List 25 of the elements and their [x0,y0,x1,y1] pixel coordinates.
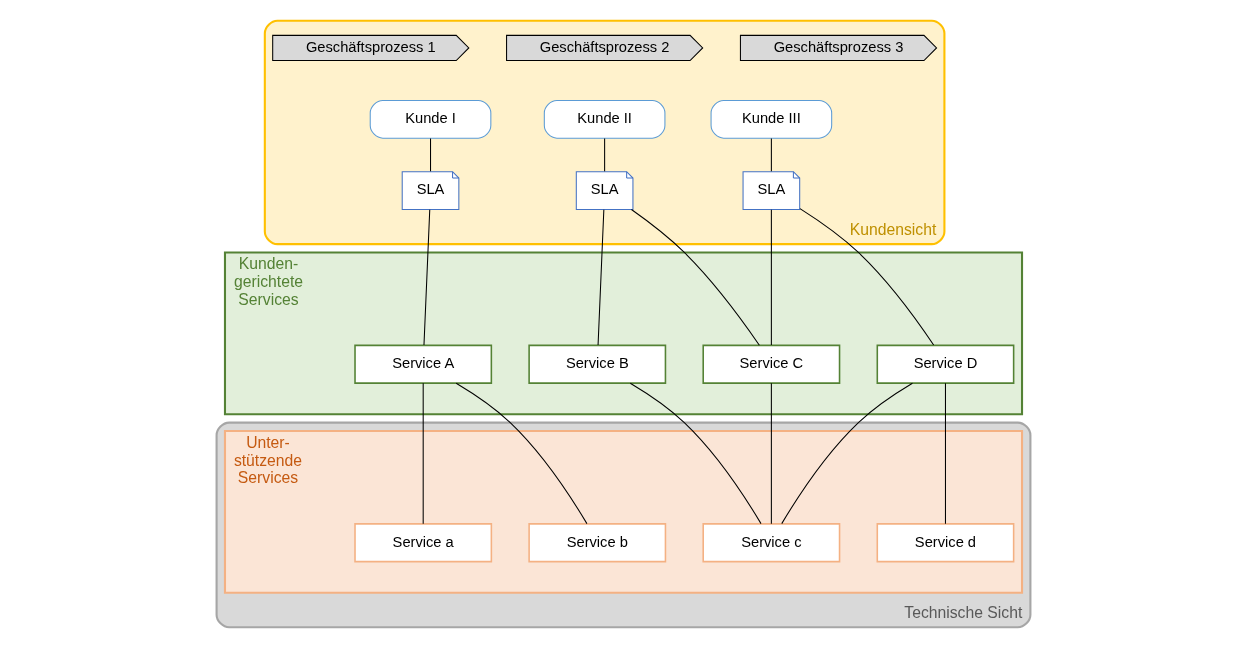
node-box: Service c [701,523,840,563]
connector [798,208,934,346]
node-box: Service C [701,344,840,384]
connector [429,138,431,172]
connector [422,382,424,525]
node-box: Kunde I [369,99,491,139]
connector [629,382,762,525]
connector [770,209,772,346]
connector [455,382,587,525]
connector [597,209,604,346]
node-box: Service a [353,523,492,563]
connector [422,209,430,346]
node-box: Service A [353,344,492,384]
connector [780,382,913,525]
node-box: Service D [876,344,1014,384]
node-box: Kunde III [710,99,832,139]
connector [603,138,605,172]
connector [630,209,760,346]
connector [944,382,946,525]
connector [770,382,772,525]
node-box: Kunde II [543,99,665,139]
connector [770,138,772,172]
node-box: Service B [527,344,666,384]
node-box: Service b [527,523,666,563]
node-box: Service d [876,523,1014,563]
